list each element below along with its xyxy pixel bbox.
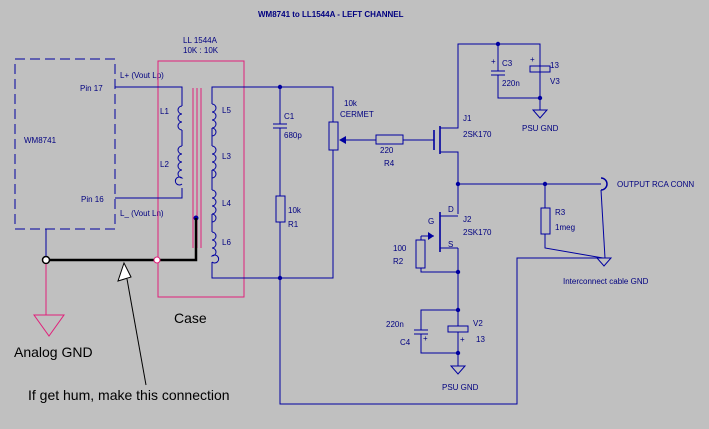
j2-part: 2SK170 — [463, 228, 492, 237]
psu-gnd-top-label: PSU GND — [522, 124, 559, 133]
j2-gate-label: G — [428, 217, 434, 226]
c1-value: 680p — [284, 131, 302, 140]
coil-l4 — [211, 189, 217, 223]
coil-l6-label: L6 — [222, 238, 231, 247]
r3-name: R3 — [555, 208, 566, 217]
primary-top-wire — [115, 86, 183, 106]
v2-value: 13 — [476, 335, 485, 344]
battery-v2 — [447, 325, 469, 333]
hum-arrow-line — [126, 278, 147, 386]
j1-source-wire — [440, 151, 459, 184]
r1-name: R1 — [288, 220, 299, 229]
c3-name: C3 — [502, 59, 513, 68]
psu-gnd-bottom-symbol — [449, 365, 467, 375]
j2-source-label: S — [448, 240, 453, 249]
secondary-bottom-wire — [211, 262, 280, 279]
wiper-arrow — [339, 136, 346, 144]
psu-gnd-bottom-label: PSU GND — [442, 383, 479, 392]
interconnect-return-wire — [279, 257, 597, 405]
c4-top-wire — [420, 309, 458, 330]
r4-value: 220 — [380, 146, 394, 155]
r4-name: R4 — [384, 159, 395, 168]
output-label: OUTPUT RCA CONN — [617, 180, 694, 189]
transformer-ratio: 10K : 10K — [183, 46, 219, 55]
interconnect-gnd-label: Interconnect cable GND — [563, 277, 649, 286]
coil-l5-label: L5 — [222, 106, 231, 115]
j1-drain-wire — [440, 43, 541, 129]
hum-note: If get hum, make this connection — [28, 387, 230, 403]
coil-l6 — [210, 231, 220, 264]
ground-node-left — [41, 255, 51, 265]
psu-gnd-bottom-node — [455, 350, 461, 356]
coil-l4-label: L4 — [222, 199, 231, 208]
hum-arrow-head — [117, 261, 132, 282]
vout-ln-label: L_ (Vout Ln) — [120, 209, 164, 218]
psu-gnd-top-symbol — [531, 109, 549, 119]
pot-type: CERMET — [340, 110, 374, 119]
v2-plus: + — [460, 335, 465, 344]
pot-value: 10k — [344, 99, 358, 108]
chip-name: WM8741 — [24, 136, 57, 145]
pot-bottom-wire — [280, 150, 334, 279]
c3-bottom-wire — [497, 75, 540, 99]
resistor-r3 — [540, 207, 551, 235]
resistor-r2 — [415, 239, 426, 269]
c1-name: C1 — [284, 112, 295, 121]
diagram-title: WM8741 to LL1544A - LEFT CHANNEL — [258, 10, 404, 19]
c4-value: 220n — [386, 320, 404, 329]
r2-value: 100 — [393, 244, 407, 253]
r2-name: R2 — [393, 257, 404, 266]
analog-gnd-symbol — [33, 314, 65, 337]
c3-value: 220n — [502, 79, 520, 88]
c4-bottom-wire — [420, 334, 458, 354]
coil-l1 — [177, 105, 183, 131]
ground-connection-wire — [46, 218, 198, 262]
wm8741-chip-outline — [14, 58, 116, 230]
v3-value: 13 — [550, 61, 559, 70]
primary-bottom-wire — [115, 188, 183, 199]
analog-gnd-label: Analog GND — [14, 344, 93, 360]
r2-bottom-wire — [420, 268, 458, 273]
pin16-label: Pin 16 — [81, 195, 104, 204]
case-ground-node — [153, 256, 161, 264]
j1-name: J1 — [463, 114, 472, 123]
r1-value: 10k — [288, 206, 302, 215]
secondary-top-wire — [211, 86, 280, 104]
vout-lp-label: L+ (Vout Lp) — [120, 71, 164, 80]
pot-top-wire — [280, 86, 334, 122]
coil-l5 — [211, 103, 217, 137]
case-label: Case — [174, 310, 207, 326]
coil-l3-label: L3 — [222, 152, 231, 161]
resistor-r4 — [375, 134, 404, 145]
interconnect-gnd-symbol — [595, 257, 613, 267]
transformer-case — [157, 60, 245, 298]
coil-l2 — [174, 145, 184, 186]
j2-drain-label: D — [448, 205, 454, 214]
transformer-name: LL 1544A — [183, 36, 218, 45]
potentiometer — [328, 121, 339, 151]
c4-plus: + — [423, 334, 428, 343]
coil-l1-label: L1 — [160, 107, 169, 116]
resistor-r1 — [275, 195, 286, 223]
j2-name: J2 — [463, 215, 472, 224]
j2-gate-arrow — [428, 232, 434, 240]
coil-l2-label: L2 — [160, 160, 169, 169]
v3-plus: + — [530, 55, 535, 64]
rca-shield-wire — [600, 189, 606, 259]
pin17-label: Pin 17 — [80, 84, 103, 93]
coil-l3 — [211, 145, 217, 179]
r3-value: 1meg — [555, 223, 575, 232]
r3-bottom-wire — [544, 234, 604, 259]
c3-plus: + — [491, 57, 496, 66]
j2-source-node — [455, 269, 461, 275]
rca-connector-icon — [600, 177, 608, 191]
v3-name: V3 — [550, 77, 560, 86]
c4-name: C4 — [400, 338, 411, 347]
v2-name: V2 — [473, 319, 483, 328]
j1-part: 2SK170 — [463, 130, 492, 139]
